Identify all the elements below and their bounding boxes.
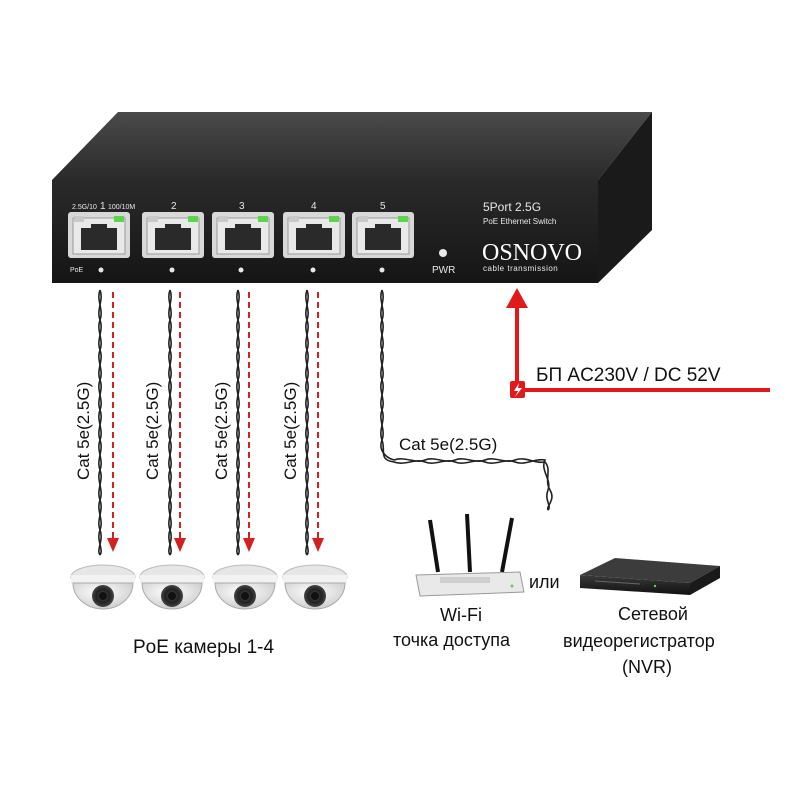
nvr-label-line-3: (NVR) xyxy=(622,657,672,677)
arrow-down-icon xyxy=(243,538,255,552)
poe-arrowheads xyxy=(107,538,324,552)
switch-ports xyxy=(68,212,414,258)
poe-led-icon xyxy=(238,267,244,273)
wifi-label-line-1: Wi-Fi xyxy=(440,605,482,625)
port-number-3: 3 xyxy=(239,201,245,212)
nvr-icon xyxy=(580,558,720,595)
port-led-icon xyxy=(258,216,268,222)
camera-cables xyxy=(98,289,309,556)
uplink-cable xyxy=(380,289,553,511)
port-2[interactable] xyxy=(142,212,204,258)
port-led-icon xyxy=(218,216,228,222)
nvr-label-line-2: видеорегистратор xyxy=(563,631,715,651)
camera-cable-label-1: Cat 5e(2.5G) xyxy=(74,382,93,480)
model-line-2: PoE Ethernet Switch xyxy=(483,217,556,226)
power-label: БП AC230V / DC 52V xyxy=(536,365,721,386)
twisted-cable xyxy=(168,289,172,556)
twisted-cable xyxy=(236,289,240,556)
poe-led-icon xyxy=(379,267,385,273)
lightning-icon xyxy=(514,383,522,397)
wifi-router-icon xyxy=(415,513,525,597)
brand-tagline: cable transmission xyxy=(483,264,558,273)
port-led-icon xyxy=(358,216,368,222)
twisted-cable xyxy=(98,289,102,556)
uplink-cable-label: Cat 5e(2.5G) xyxy=(399,435,497,454)
twisted-cable xyxy=(305,289,309,556)
poe-led-label: PoE xyxy=(70,267,84,274)
port1-speed-label-right: 100/10M xyxy=(108,204,135,211)
brand-logo: OSNOVO xyxy=(482,240,582,266)
dome-camera-icon xyxy=(70,564,136,610)
port-number-2: 2 xyxy=(171,201,177,212)
poe-cameras xyxy=(70,564,348,610)
camera-cable-label-4: Cat 5e(2.5G) xyxy=(281,382,300,480)
power-supply-line xyxy=(506,288,770,398)
twisted-cable xyxy=(380,289,550,511)
camera-cable-label-3: Cat 5e(2.5G) xyxy=(212,382,231,480)
camera-cable-label-2: Cat 5e(2.5G) xyxy=(143,382,162,480)
poe-led-icon xyxy=(310,267,316,273)
port-led-icon xyxy=(329,216,339,222)
port-number-5: 5 xyxy=(380,201,386,212)
poe-led-icon xyxy=(169,267,175,273)
port-1[interactable] xyxy=(68,212,130,258)
port-led-icon xyxy=(289,216,299,222)
switch-top-panel xyxy=(52,112,652,180)
nvr-label-line-1: Сетевой xyxy=(618,604,688,624)
arrow-down-icon xyxy=(174,538,186,552)
port-led-icon xyxy=(188,216,198,222)
or-label: или xyxy=(529,572,560,592)
port1-speed-label-left: 2.5G/10 xyxy=(72,204,97,211)
poe-arrows xyxy=(112,292,319,540)
twisted-cable xyxy=(380,289,553,511)
pwr-label: PWR xyxy=(432,265,455,276)
arrow-up-icon xyxy=(506,288,528,308)
cameras-label: PoE камеры 1-4 xyxy=(133,637,275,658)
port-number-1: 1 xyxy=(100,201,106,212)
model-line-1: 5Port 2.5G xyxy=(483,200,541,214)
port-led-icon xyxy=(148,216,158,222)
pwr-led-icon xyxy=(439,249,447,257)
wifi-label-line-2: точка доступа xyxy=(393,630,511,650)
dome-camera-icon xyxy=(212,564,278,610)
arrow-down-icon xyxy=(107,538,119,552)
poe-switch: 2.5G/10 1 100/10M 2 3 4 5 PoE PWR 5Port … xyxy=(52,112,652,283)
port-3[interactable] xyxy=(212,212,274,258)
arrow-down-icon xyxy=(312,538,324,552)
dome-camera-icon xyxy=(139,564,205,610)
switch-side-panel xyxy=(598,112,652,283)
port-5[interactable] xyxy=(352,212,414,258)
port-number-4: 4 xyxy=(311,201,317,212)
poe-led-icon xyxy=(98,267,104,273)
port-4[interactable] xyxy=(283,212,345,258)
port-led-icon xyxy=(74,216,84,222)
port-led-icon xyxy=(398,216,408,222)
port-led-icon xyxy=(114,216,124,222)
dome-camera-icon xyxy=(282,564,348,610)
